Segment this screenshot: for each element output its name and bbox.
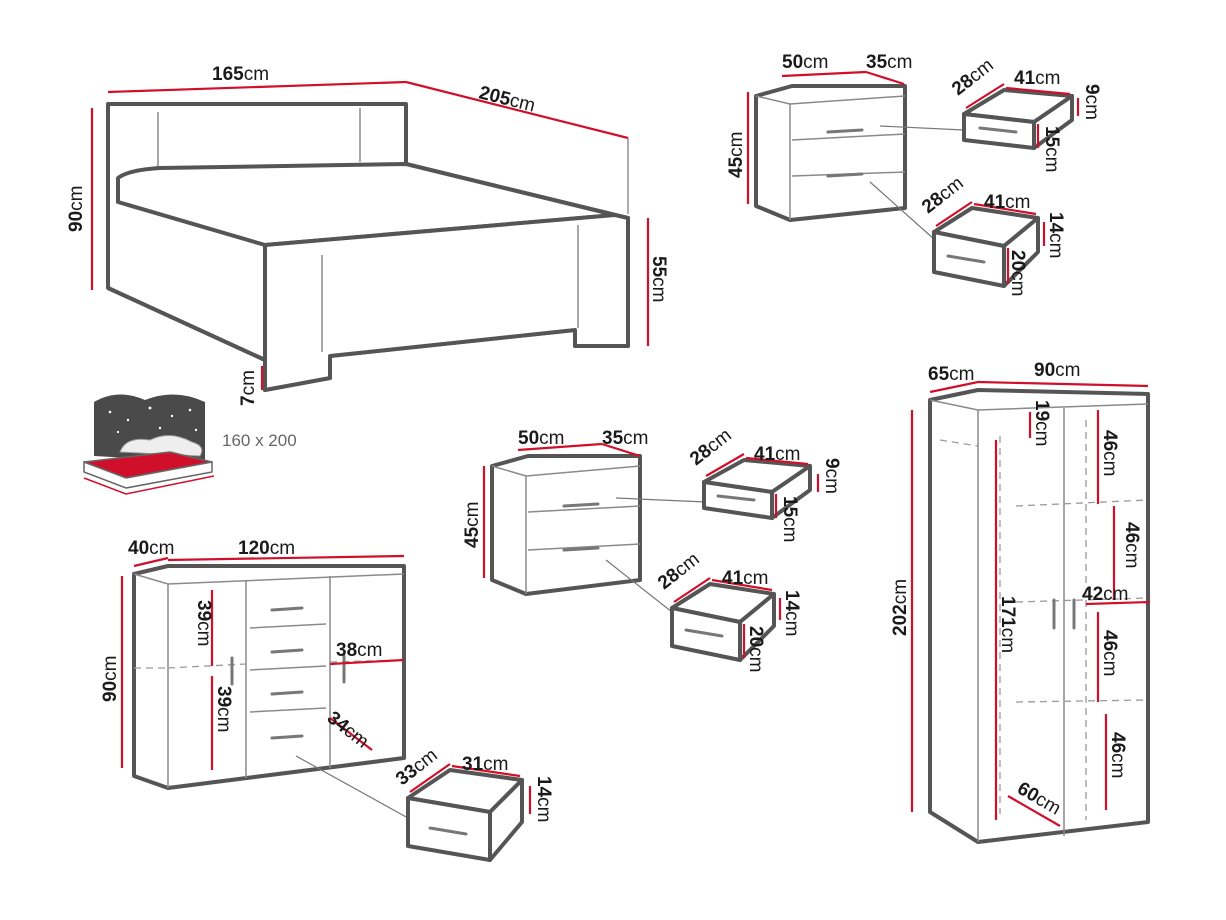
nightstand-1-width-line xyxy=(781,70,867,78)
dresser-compartment-depth-line xyxy=(329,717,373,751)
dresser-depth-label: 40cm xyxy=(128,538,174,559)
dresser-compartment-width-line xyxy=(329,658,405,666)
nightstand-2-width-label: 50cm xyxy=(518,428,564,449)
ns2-drawer-top-width-line xyxy=(745,456,809,466)
wardrobe-shelf-width-label: 42cm xyxy=(1082,584,1128,605)
ns2-drawer-top-front-label: 15cm xyxy=(779,496,800,542)
wardrobe-shelf-width-line xyxy=(1085,600,1151,606)
wardrobe-depth-line xyxy=(929,380,979,394)
ns1-drawer-bottom-depth-line xyxy=(935,201,973,227)
ns1-drawer-bottom-depth-label: 28cm xyxy=(918,173,968,218)
ns2-drawer-bottom-front-label: 20cm xyxy=(745,626,766,672)
nightstand-1-top-drawer: 28cm 41cm 9cm 15cm xyxy=(948,55,1102,173)
wardrobe-top-gap-label: 19cm xyxy=(1031,400,1052,446)
wardrobe-hanging-height-label: 171cm xyxy=(997,596,1018,653)
wardrobe-shelf-4-label: 46cm xyxy=(1107,732,1128,778)
nightstand-1-depth-label: 35cm xyxy=(866,52,912,73)
nightstand-2-width-line xyxy=(517,442,603,452)
wardrobe-height-label: 202cm xyxy=(890,579,911,636)
wardrobe-shelf-3-label: 46cm xyxy=(1099,630,1120,676)
wardrobe-depth-label: 65cm xyxy=(928,364,974,385)
bed-width-line xyxy=(107,80,407,94)
wardrobe-illustration xyxy=(928,388,1150,844)
bed-length-label: 205cm xyxy=(477,82,537,116)
nightstand-1-height-label: 45cm xyxy=(726,132,747,178)
wardrobe-shelf-1-label: 46cm xyxy=(1099,430,1120,476)
ns1-drawer-bottom-width-line xyxy=(973,202,1037,216)
mattress-icon: 160 x 200 xyxy=(83,394,297,495)
dresser-drawer-height-label: 14cm xyxy=(533,776,554,822)
dresser-depth-line xyxy=(133,556,169,568)
dresser-height-label: 90cm xyxy=(100,656,121,702)
ns2-drawer-top-height-label: 9cm xyxy=(821,458,842,494)
nightstand-2-top-drawer: 28cm 41cm 9cm 15cm xyxy=(686,425,842,543)
nightstand-1-illustration xyxy=(754,84,965,241)
ns1-drawer-top-depth-line xyxy=(965,83,1005,109)
mattress-size-label: 160 x 200 xyxy=(222,431,297,450)
wardrobe-inner-depth-line xyxy=(1007,795,1061,827)
nightstand-2-bottom-drawer: 28cm 41cm 14cm 20cm xyxy=(654,549,802,673)
dresser-shelf-lower-label: 39cm xyxy=(213,686,234,732)
bed-clearance-label: 7cm xyxy=(238,370,259,406)
ns2-drawer-bottom-depth-line xyxy=(673,577,711,603)
dresser-illustration xyxy=(132,564,409,819)
wardrobe-width-line xyxy=(977,380,1149,388)
dresser-drawer-width-line xyxy=(451,764,521,778)
bed-width-label: 165cm xyxy=(212,64,269,85)
nightstand-1-depth-line xyxy=(865,70,905,86)
bed-illustration xyxy=(106,102,630,392)
bed-length-line xyxy=(405,80,629,140)
ns1-drawer-top-front-label: 15cm xyxy=(1041,126,1062,172)
nightstand-1-width-label: 50cm xyxy=(782,52,828,73)
nightstand-2-illustration xyxy=(490,454,707,613)
ns1-drawer-top-width-line xyxy=(1005,86,1071,96)
dresser-drawer: 33cm 31cm 14cm xyxy=(392,745,554,862)
ns2-drawer-bottom-width-line xyxy=(711,578,773,592)
dresser-compartment-width-label: 38cm xyxy=(336,640,382,661)
nightstand-2-depth-label: 35cm xyxy=(602,428,648,449)
wardrobe-width-label: 90cm xyxy=(1034,360,1080,381)
nightstand-1-bottom-drawer: 28cm 41cm 14cm 20cm xyxy=(918,173,1066,297)
ns1-drawer-bottom-front-label: 20cm xyxy=(1007,250,1028,296)
bed-height-label: 90cm xyxy=(66,186,87,232)
wardrobe-shelf-2-label: 46cm xyxy=(1121,522,1142,568)
ns1-drawer-bottom-width-label: 41cm xyxy=(984,192,1030,213)
ns2-drawer-bottom-width-label: 41cm xyxy=(722,568,768,589)
dresser-drawer-depth-line xyxy=(409,763,451,793)
wardrobe-dimensions: 65cm 90cm 202cm 19cm 171cm 42cm 60cm 46c… xyxy=(890,360,1151,827)
ns1-drawer-top-width-label: 41cm xyxy=(1014,68,1060,89)
ns1-drawer-bottom-height-label: 14cm xyxy=(1045,212,1066,258)
nightstand-2-depth-line xyxy=(601,442,641,458)
dresser-drawer-width-label: 31cm xyxy=(462,754,508,775)
dresser-width-line xyxy=(167,554,405,562)
nightstand-1-dimensions: 50cm 35cm 45cm xyxy=(726,52,912,204)
bed-foot-height-label: 55cm xyxy=(648,256,669,302)
nightstand-2-dimensions: 50cm 35cm 45cm xyxy=(462,428,648,578)
ns2-drawer-top-depth-line xyxy=(705,453,745,477)
ns2-drawer-top-width-label: 41cm xyxy=(754,444,800,465)
dresser-shelf-upper-label: 39cm xyxy=(193,600,214,646)
ns1-drawer-top-height-label: 9cm xyxy=(1081,84,1102,120)
nightstand-2-height-label: 45cm xyxy=(462,502,483,548)
ns2-drawer-bottom-height-label: 14cm xyxy=(781,590,802,636)
dresser-width-label: 120cm xyxy=(238,538,295,559)
